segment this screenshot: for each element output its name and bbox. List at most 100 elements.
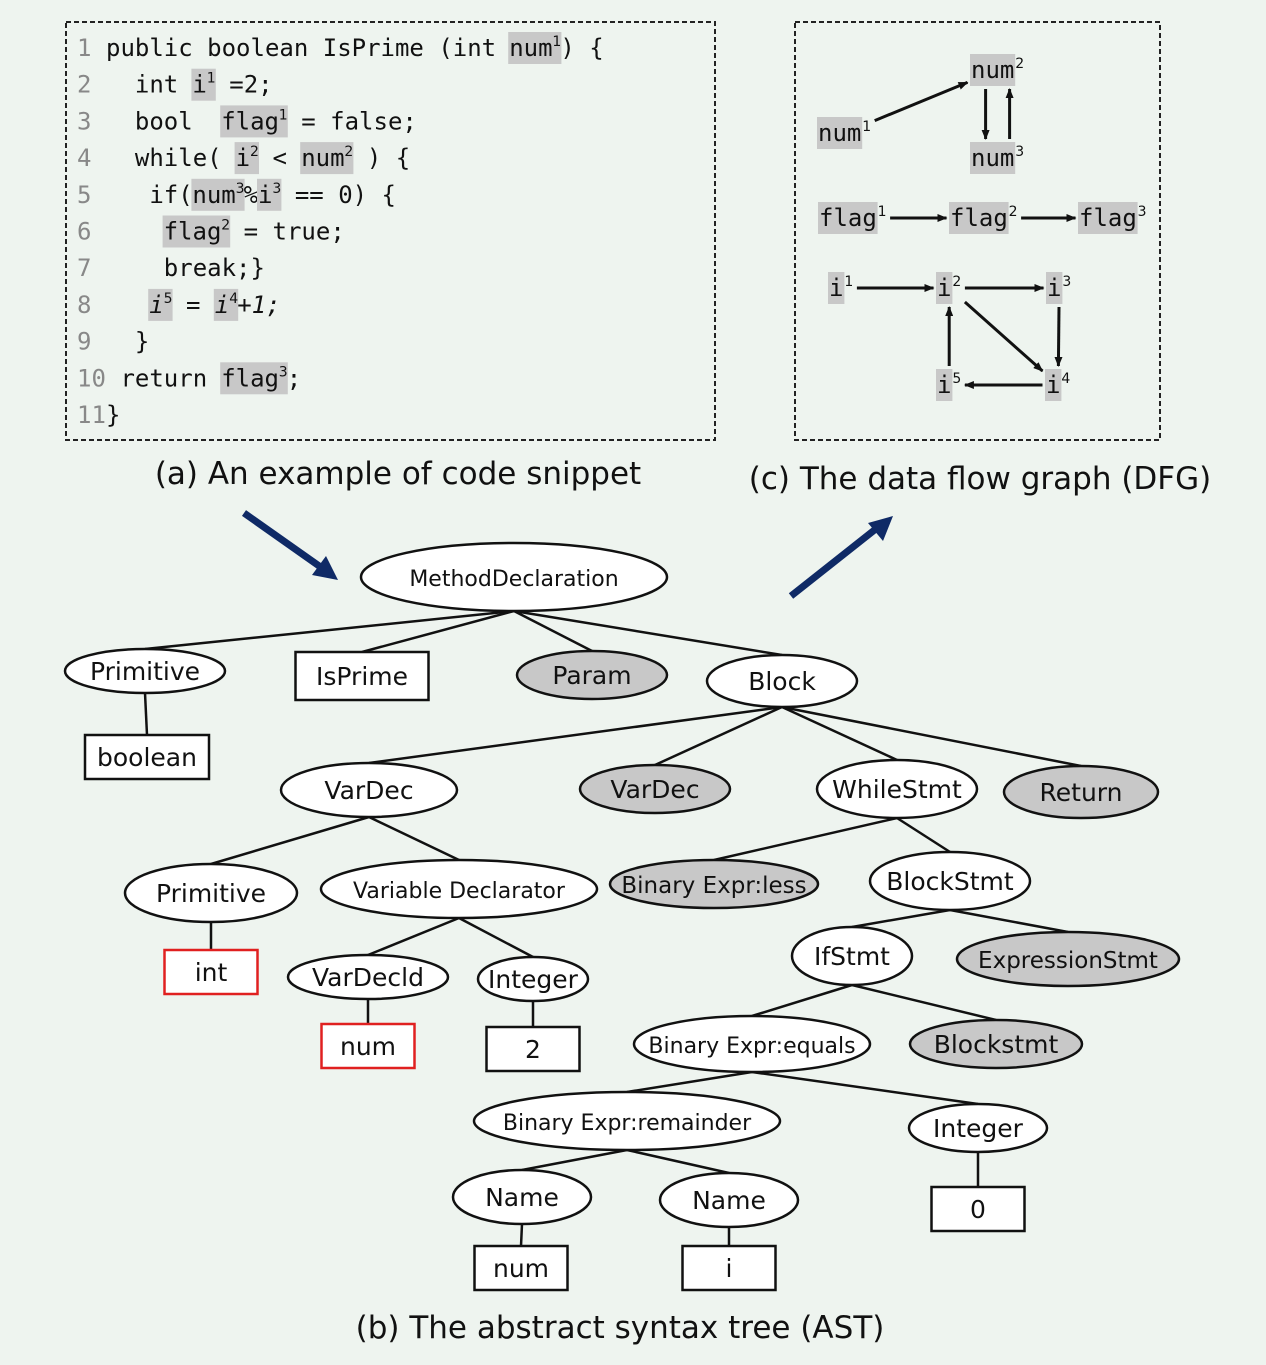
ast-node-label: 0 <box>970 1195 986 1224</box>
dfg-node-superscript: 3 <box>1138 204 1147 220</box>
dfg-node-label: flag <box>819 204 877 232</box>
dfg-node-label: i <box>937 274 951 302</box>
ast-node-label: WhileStmt <box>832 775 962 804</box>
dfg-edge-i3-i4 <box>1054 306 1063 367</box>
dfg-edges <box>856 81 1077 389</box>
ast-node-ifstmt: IfStmt <box>790 925 914 987</box>
code-line: 9 } <box>77 328 149 356</box>
ast-node-label: Blockstmt <box>934 1030 1059 1059</box>
ast-node-label: int <box>195 958 228 987</box>
variable-token: i <box>149 291 163 319</box>
variable-token: i <box>258 181 272 209</box>
variable-superscript: 1 <box>552 34 561 50</box>
dfg-node-highlight <box>1078 202 1138 234</box>
dfg-node-superscript: 2 <box>1009 204 1018 220</box>
dfg-node-label: flag <box>1079 204 1137 232</box>
code-token: while( <box>106 144 236 172</box>
ast-node-num: num <box>320 1022 416 1070</box>
dfg-node-superscript: 4 <box>1061 371 1070 387</box>
variable-highlight <box>300 142 354 175</box>
code-caption: (a) An example of code snippet <box>155 456 641 492</box>
variable-superscript: 2 <box>221 218 230 234</box>
ast-node-ileaf: i <box>681 1244 777 1292</box>
code-token: % <box>244 181 259 209</box>
variable-superscript: 3 <box>279 364 288 380</box>
ast-node-label: Primitive <box>156 879 266 908</box>
ast-edge-prim1-boolean <box>143 692 149 736</box>
dfg-node-label: i <box>1046 371 1060 399</box>
code-token <box>106 218 164 246</box>
ast-node-label: Binary Expr:equals <box>648 1034 855 1059</box>
ast-edge-bineq-integer2 <box>751 1070 979 1106</box>
ast-leaf-box <box>485 1025 581 1073</box>
ast-node-prim1: Primitive <box>63 647 227 695</box>
code-token: = true; <box>229 218 345 246</box>
ast-node-vardec1: VarDec <box>279 761 459 819</box>
ast-edge-block-vardec2 <box>654 705 783 767</box>
dfg-panel-border <box>794 21 1161 441</box>
ast-node-method: MethodDeclaration <box>359 541 669 613</box>
ast-leaf-box <box>473 1244 569 1292</box>
dfg-node-superscript: 5 <box>952 371 961 387</box>
code-token: ) { <box>560 34 603 62</box>
ast-node-label: IsPrime <box>316 662 408 691</box>
ast-node-two: 2 <box>485 1025 581 1073</box>
variable-superscript: 3 <box>236 181 245 197</box>
flow-arrows <box>241 510 893 599</box>
ast-node-ellipse <box>658 1171 800 1229</box>
ast-node-param: Param <box>515 649 669 701</box>
variable-token: num <box>301 144 344 172</box>
ast-node-label: MethodDeclaration <box>409 567 618 592</box>
ast-node-ellipse <box>123 862 299 924</box>
ast-node-vardecid: VarDecld <box>286 953 450 1001</box>
code-token: } <box>106 328 149 356</box>
variable-superscript: 3 <box>272 181 281 197</box>
ast-node-ellipse <box>451 1168 593 1226</box>
dfg-node-highlight <box>817 117 863 149</box>
dfg-node-highlight <box>970 54 1016 86</box>
variable-highlight <box>213 288 239 321</box>
ast-node-label: i <box>726 1254 733 1283</box>
variable-highlight <box>220 105 288 138</box>
ast-node-ellipse <box>319 858 599 920</box>
ast-node-label: VarDec <box>324 776 413 805</box>
ast-leaf-box <box>681 1244 777 1292</box>
line-number: 9 <box>77 328 91 356</box>
variable-token: num <box>509 34 552 62</box>
ast-node-ellipse <box>815 758 979 820</box>
ast-node-integer1: Integer <box>476 955 590 1003</box>
ast-node-while: WhileStmt <box>815 758 979 820</box>
code-token: if( <box>106 181 193 209</box>
variable-token: flag <box>164 218 222 246</box>
variable-highlight <box>220 362 288 395</box>
ast-caption: (b) The abstract syntax tree (AST) <box>356 1310 885 1346</box>
ast-node-label: 2 <box>525 1035 541 1064</box>
ast-node-exprstmt: ExpressionStmt <box>955 930 1181 988</box>
ast-node-isprime: IsPrime <box>294 650 430 702</box>
ast-node-label: Block <box>748 667 816 696</box>
ast-node-ellipse <box>515 649 669 701</box>
code-token <box>106 291 149 319</box>
variable-superscript: 2 <box>250 144 259 160</box>
ast-edge-method-block <box>513 609 783 657</box>
dfg-node-highlight <box>818 202 878 234</box>
dfg-node-highlight <box>828 272 845 304</box>
ast-leaf-box <box>294 650 430 702</box>
dfg-node-label: num <box>818 119 861 147</box>
ast-node-blockstmt: BlockStmt <box>868 850 1032 912</box>
ast-node-return: Return <box>1002 764 1160 820</box>
ast-node-ellipse <box>908 1018 1084 1070</box>
variable-token: i <box>192 71 206 99</box>
ast-node-numleaf: num <box>473 1244 569 1292</box>
ast-node-label: Integer <box>933 1114 1024 1143</box>
